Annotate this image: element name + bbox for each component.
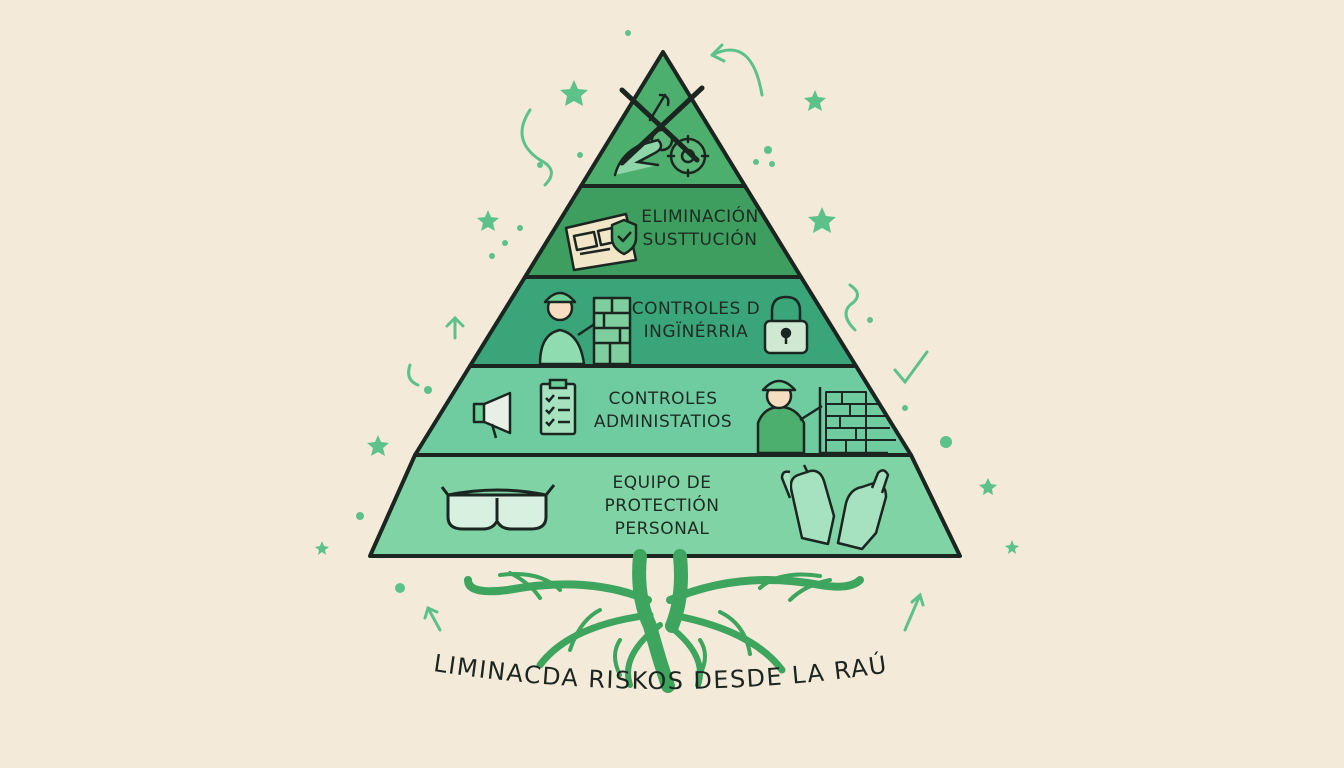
- root-branch: [668, 611, 786, 674]
- swirl-icon: [520, 108, 553, 187]
- tier-5-line-3: PERSONAL: [614, 519, 710, 539]
- root-branch: [464, 576, 652, 604]
- blueprint-shield-icon: [564, 212, 638, 272]
- tier-5-line-2: PROTECTIÓN: [604, 496, 720, 516]
- checklist-icon: [539, 378, 577, 436]
- up-arrow-icon: [423, 605, 442, 632]
- tier-2-line-1: ELIMINACIÓN: [641, 207, 759, 227]
- decorations: [315, 30, 1019, 593]
- swirl-icon: [844, 283, 859, 332]
- star-icon: [979, 478, 997, 495]
- root-branch: [666, 576, 864, 604]
- tier-2-label: ELIMINACIÓN SUSTTUCIÓN: [630, 206, 770, 252]
- root-branch: [536, 611, 654, 669]
- star-icon: [1005, 540, 1019, 554]
- gloves-icon: [780, 464, 890, 551]
- roots: [464, 549, 864, 693]
- curved-arrow-icon: [710, 48, 764, 97]
- padlock-icon: [763, 295, 809, 355]
- up-arrow-icon: [903, 592, 925, 632]
- tier-4-line-2: ADMINISTATIOS: [593, 412, 733, 432]
- star-icon: [315, 541, 329, 555]
- safety-goggles-icon: [440, 484, 556, 531]
- tier-3-line-1: CONTROLES D: [631, 299, 761, 319]
- tier-4-line-1: CONTROLES: [608, 389, 718, 409]
- root-branch: [665, 622, 703, 688]
- star-icon: [804, 90, 826, 111]
- checkmark-icon: [893, 350, 929, 385]
- star-icon: [477, 210, 499, 231]
- tier-1: [579, 50, 747, 188]
- megaphone-icon: [472, 391, 512, 439]
- tier-3-label: CONTROLES D INGÏNÉRRIA: [618, 298, 774, 344]
- up-arrow-icon: [445, 315, 465, 340]
- star-icon: [808, 207, 836, 233]
- tier-5-line-1: EQUIPO DE: [612, 473, 712, 493]
- tier-4-label: CONTROLES ADMINISTATIOS: [578, 388, 748, 434]
- tier-3-line-2: INGÏNÉRRIA: [643, 322, 749, 342]
- root-trunk: [632, 549, 688, 693]
- tier-2-line-2: SUSTTUCIÓN: [642, 230, 758, 250]
- root-branch: [625, 622, 663, 688]
- engineer-wall-icon: [538, 291, 632, 366]
- star-icon: [367, 435, 389, 456]
- crossed-out-tools-icon: [613, 85, 710, 178]
- star-icon: [560, 80, 588, 106]
- tier-5-label: EQUIPO DE PROTECTIÓN PERSONAL: [582, 472, 742, 541]
- decor-strokes: [407, 43, 929, 632]
- worker-wall-icon: [756, 379, 896, 455]
